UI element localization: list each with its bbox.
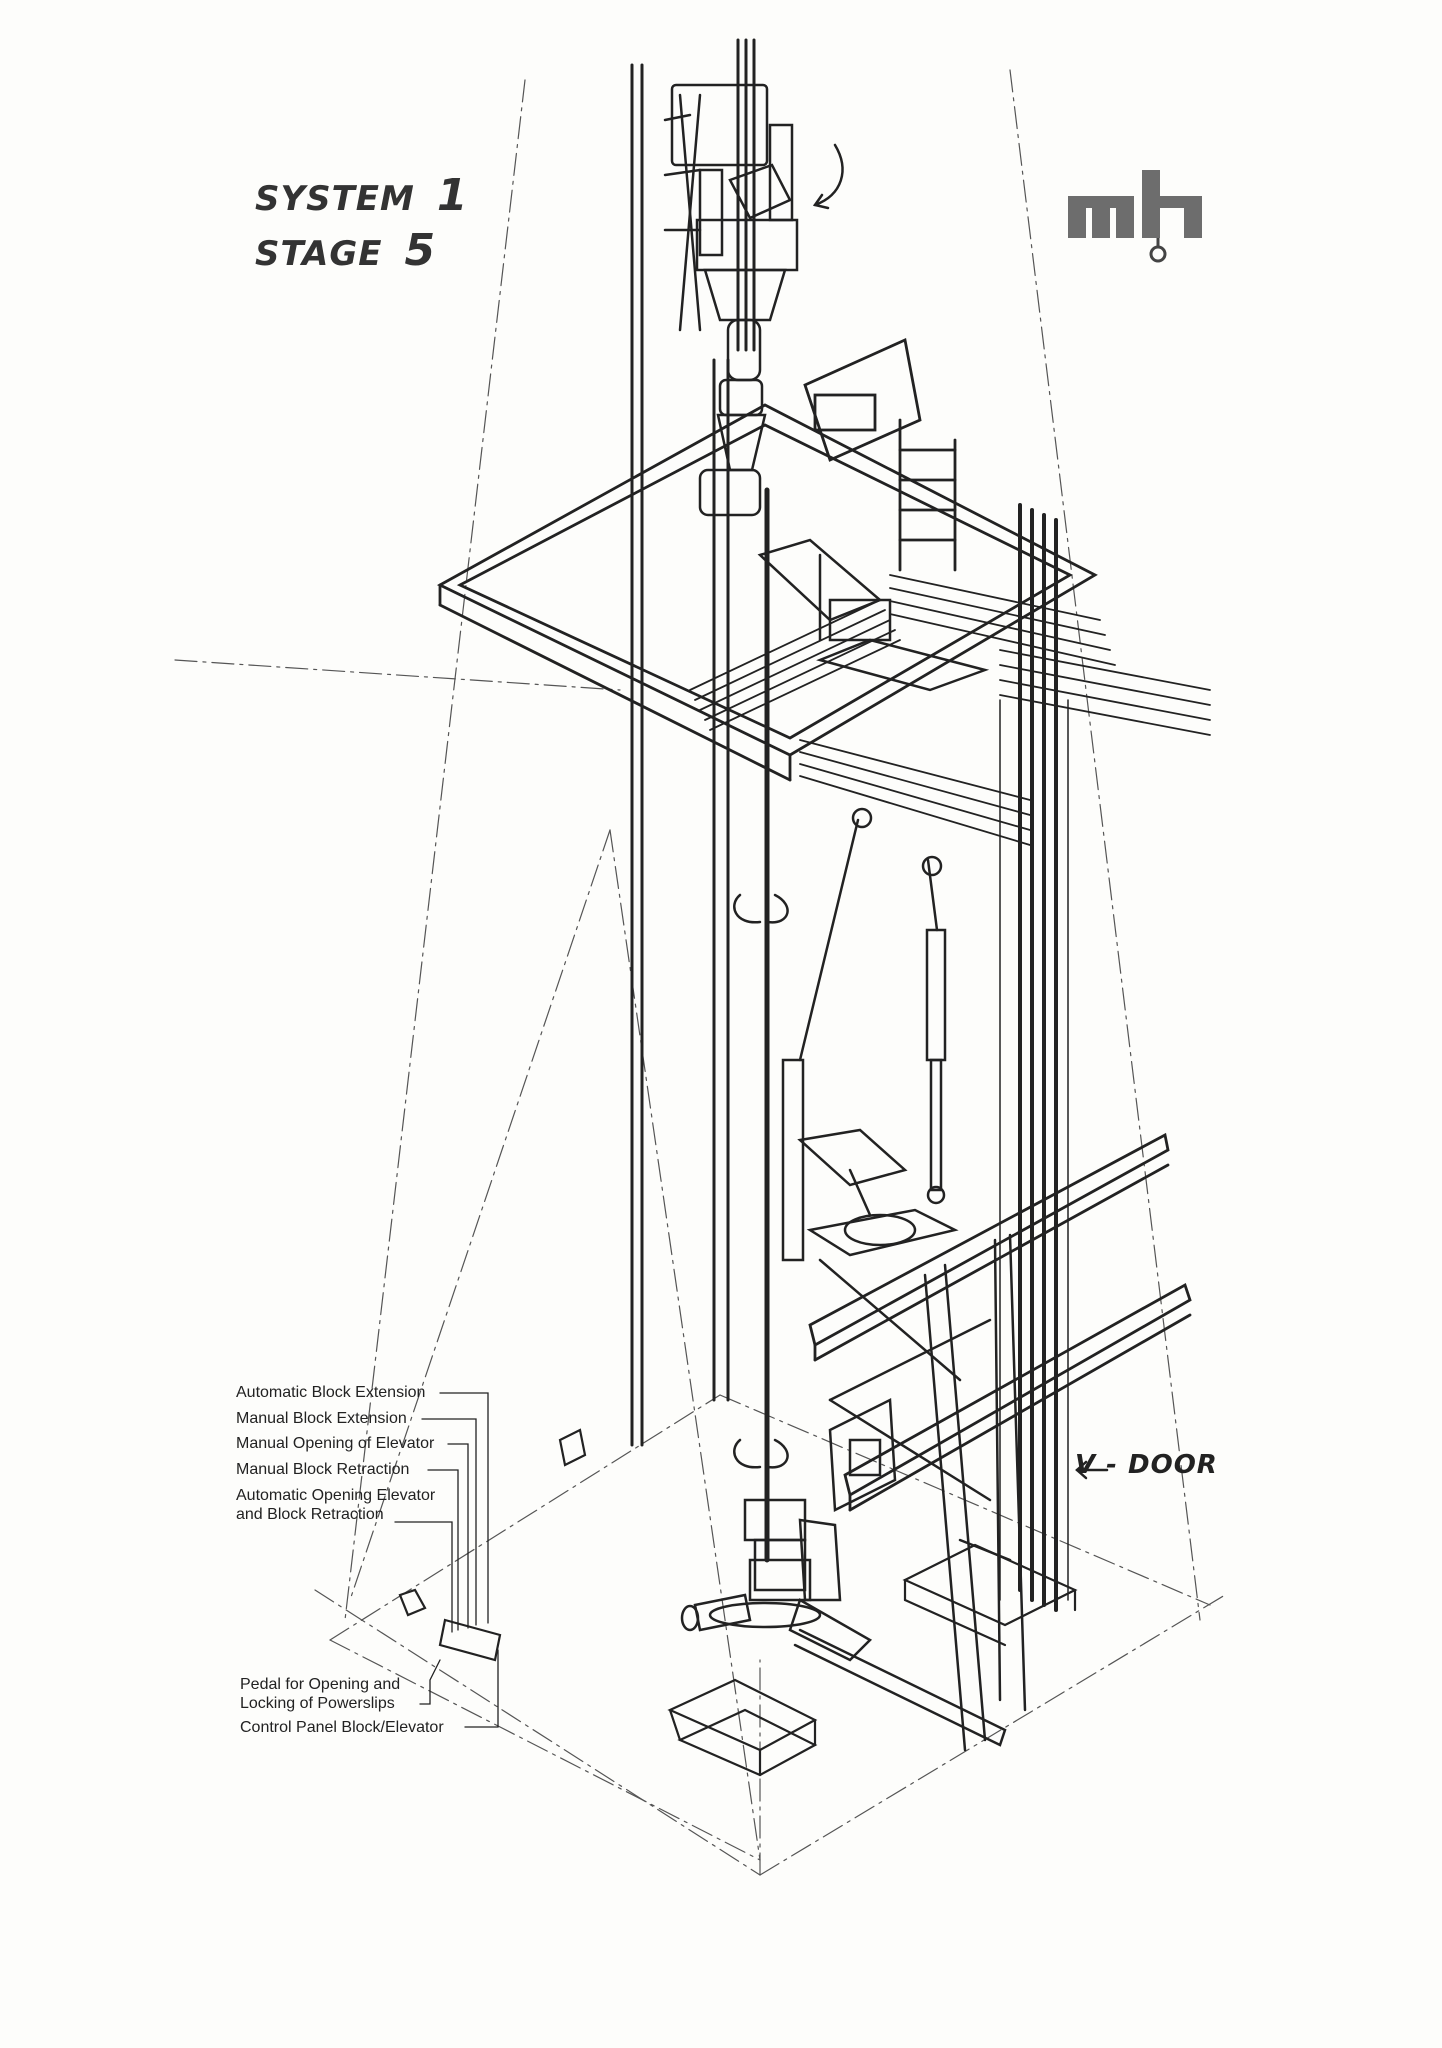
callout-manual-block-retraction: Manual Block Retraction [236, 1461, 410, 1478]
callout-automatic-block-extension: Automatic Block Extension [236, 1384, 426, 1401]
mousehole-basket [667, 1678, 818, 1777]
drill-string [733, 487, 789, 1563]
callout-control-panel: Control Panel Block/Elevator [240, 1719, 444, 1736]
system-label: SYSTEM [255, 179, 415, 219]
control-panel-block [438, 1618, 502, 1662]
stage-label: STAGE [255, 234, 383, 274]
lower-pipe-handler [781, 1058, 959, 1262]
callout-leader-lines [394, 1392, 499, 1728]
racked-pipes [1018, 503, 1058, 1612]
fingerboard-right [889, 574, 1211, 736]
stairway-platform [902, 1543, 1078, 1647]
lower-cabin [828, 1398, 897, 1512]
iron-roughneck [680, 1498, 1007, 1747]
construction-lines [174, 69, 1226, 1876]
fingerboard-left [689, 599, 1031, 846]
callout-automatic-opening-line1: Automatic Opening Elevator [236, 1487, 436, 1504]
callout-manual-opening-elevator: Manual Opening of Elevator [236, 1435, 435, 1452]
system-number: 1 [436, 170, 469, 221]
traveling-block [663, 83, 844, 517]
callout-pedal-powerslips: Pedal for Opening and Locking of Powersl… [240, 1675, 400, 1713]
mh-logo [1068, 170, 1202, 263]
floor-pedals [398, 1428, 587, 1617]
v-door-arrow [1075, 1460, 1109, 1480]
hoist-cylinder [798, 807, 947, 1205]
system-title: SYSTEM 1 [255, 170, 468, 221]
callout-manual-block-extension: Manual Block Extension [236, 1410, 407, 1427]
callout-automatic-opening-elevator: Automatic Opening Elevator and Block Ret… [236, 1486, 435, 1524]
v-door-label: V - DOOR [1075, 1450, 1218, 1480]
callout-pedal-line1: Pedal for Opening and [240, 1676, 401, 1693]
upper-pipe-arm [757, 538, 990, 692]
stage-title: STAGE 5 [255, 225, 436, 276]
stage-number: 5 [404, 225, 437, 276]
beam-upper [808, 1132, 1170, 1362]
monkey-board [436, 337, 1098, 782]
racked-pipes-thin [999, 699, 1069, 1601]
callout-pedal-line2: Locking of Powerslips [240, 1695, 395, 1712]
callout-automatic-opening-line2: and Block Retraction [236, 1506, 384, 1523]
